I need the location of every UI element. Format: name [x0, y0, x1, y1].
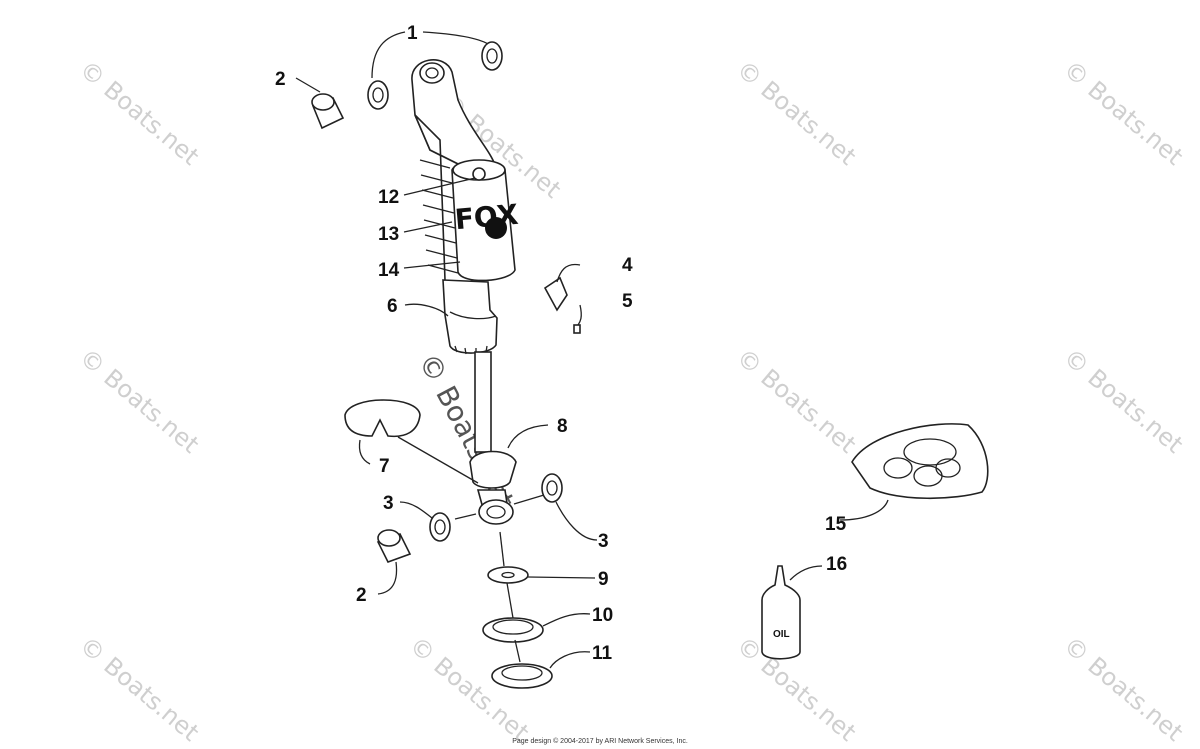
lower-sleeve	[376, 529, 412, 563]
leader-lines	[295, 31, 889, 669]
watermark: © Boats.net	[731, 343, 861, 459]
callout-15: 15	[825, 514, 847, 535]
callout-13: 13	[378, 224, 399, 245]
watermark: © Boats.net	[74, 55, 204, 171]
callout-14: 14	[378, 260, 400, 281]
oil-bottle: OIL	[761, 565, 801, 660]
callout-7: 7	[379, 456, 390, 477]
watermark: © Boats.net	[1058, 343, 1188, 459]
callouts: 1 2 12 13 14 4 5 6 8 7 3 3 9 2 10 11 15 …	[275, 23, 847, 664]
watermark: © Boats.net	[404, 631, 534, 747]
callout-16: 16	[826, 554, 847, 575]
lower-bushing-left	[429, 512, 451, 542]
watermark-center: © Boats.net	[412, 348, 521, 514]
callout-5: 5	[622, 291, 633, 312]
watermark: © Boats.net	[731, 55, 861, 171]
callout-1: 1	[407, 23, 418, 44]
watermarks: © Boats.net © Boats.net © Boats.net © Bo…	[74, 55, 1188, 747]
watermark: © Boats.net	[1058, 631, 1188, 747]
washer	[487, 566, 529, 584]
callout-12: 12	[378, 187, 399, 208]
bottle-label: OIL	[773, 629, 790, 640]
footer-copyright: Page design © 2004-2017 by ARI Network S…	[512, 738, 688, 745]
callout-10: 10	[592, 605, 613, 626]
top-bushing-left	[367, 80, 389, 110]
callout-11: 11	[592, 643, 613, 664]
adjuster-knob	[543, 276, 581, 334]
bump-stop-cap	[344, 399, 421, 438]
spanner-nut-lower	[491, 663, 553, 689]
watermark: © Boats.net	[74, 343, 204, 459]
watermark: © Boats.net	[74, 631, 204, 747]
callout-3: 3	[383, 493, 394, 514]
shock-absorber: FOX	[411, 59, 520, 525]
callout-9: 9	[598, 569, 609, 590]
top-sleeve	[311, 93, 345, 130]
lower-bushing-right	[541, 473, 563, 503]
callout-4: 4	[622, 255, 633, 276]
logo-icon	[485, 217, 507, 239]
callout-2: 2	[275, 69, 286, 90]
callout-2: 2	[356, 585, 367, 606]
callout-3: 3	[598, 531, 609, 552]
spanner-nut-upper	[482, 617, 544, 643]
callout-8: 8	[557, 416, 568, 437]
top-bushing-right	[481, 41, 503, 71]
callout-6: 6	[387, 296, 398, 317]
watermark: © Boats.net	[1058, 55, 1188, 171]
seal-kit	[851, 423, 989, 500]
